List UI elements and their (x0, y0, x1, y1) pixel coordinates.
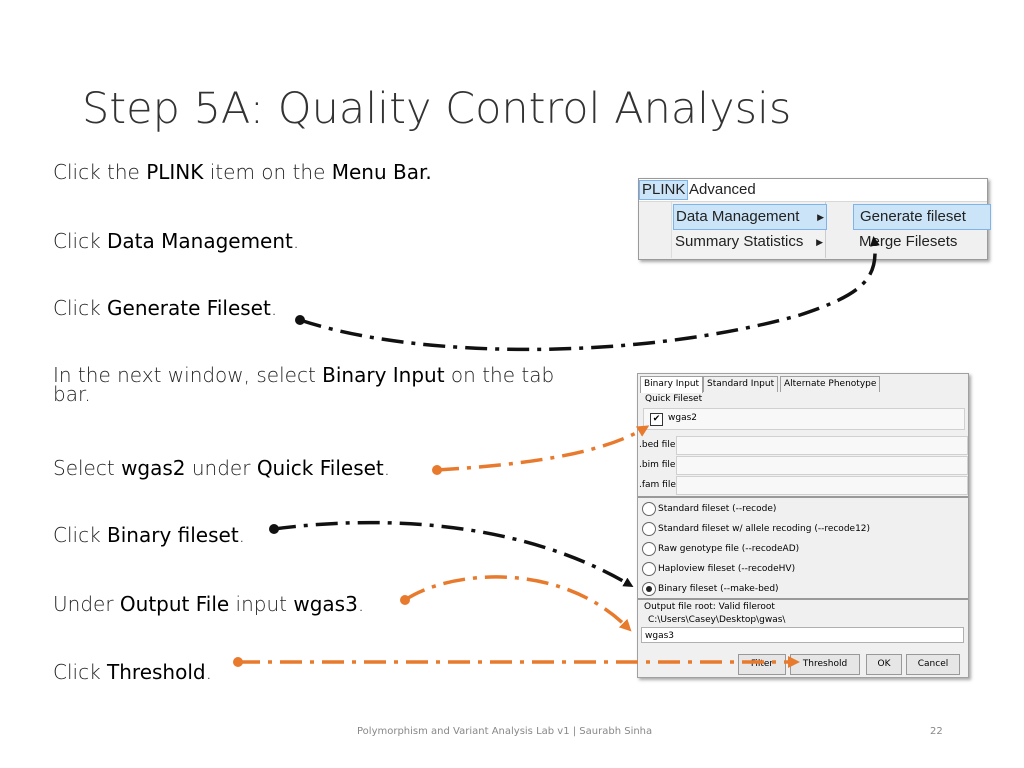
filter-button[interactable]: Filter (738, 654, 786, 675)
output-file-label: Output file root: Valid fileroot (644, 602, 775, 612)
step-binary-input: In the next window, select Binary Input … (53, 363, 555, 406)
generate-fileset-dialog: Binary Input Standard Input Alternate Ph… (637, 373, 969, 678)
step-generate-fileset: Click Generate Fileset. (53, 296, 278, 320)
radio-label: Raw genotype file (--recodeAD) (658, 544, 800, 554)
radio-label: Binary fileset (--make-bed) (658, 584, 779, 594)
cancel-button[interactable]: Cancel (906, 654, 960, 675)
menu-plink[interactable]: PLINK (639, 180, 689, 200)
menu-item-summary-statistics[interactable]: Summary Statistics ▶ (673, 230, 825, 254)
radio-icon (642, 502, 656, 516)
data-management-submenu: Generate fileset Merge Filesets (851, 202, 991, 258)
menu-item-label: Data Management (676, 208, 800, 225)
step-threshold: Click Threshold. (53, 660, 212, 684)
bed-file-label: .bed file (639, 440, 676, 450)
step-plink: Click the PLINK item on the Menu Bar. (53, 160, 432, 184)
step-data-management: Click Data Management. (53, 229, 300, 253)
plink-submenu: Data Management ▶ Summary Statistics ▶ (639, 202, 827, 258)
wgas2-label: wgas2 (668, 413, 698, 423)
quick-fileset-box: ✔ wgas2 (643, 408, 965, 430)
page-number: 22 (930, 726, 943, 737)
plink-menu-screenshot: PLINK Advanced Data Management ▶ Summary … (638, 178, 991, 260)
bed-file-input[interactable] (676, 436, 968, 455)
menu-item-label: Summary Statistics (675, 233, 804, 250)
radio-icon (642, 562, 656, 576)
output-fileroot-input[interactable]: wgas3 (641, 627, 964, 643)
radio-icon (642, 542, 656, 556)
menu-item-data-management[interactable]: Data Management ▶ (673, 204, 827, 230)
slide-title: Step 5A: Quality Control Analysis (82, 84, 792, 134)
fam-file-label: .fam file (639, 480, 676, 490)
divider (638, 496, 968, 498)
bim-file-input[interactable] (676, 456, 968, 475)
output-path: C:\Users\Casey\Desktop\gwas\ (648, 615, 786, 625)
tab-alternate-phenotype[interactable]: Alternate Phenotype (780, 376, 881, 392)
wgas2-checkbox[interactable]: ✔ (650, 413, 663, 426)
submenu-arrow-icon: ▶ (816, 237, 823, 247)
radio-label: Standard fileset (--recode) (658, 504, 777, 514)
menu-advanced[interactable]: Advanced (689, 181, 756, 198)
submenu-arrow-icon: ▶ (817, 212, 824, 222)
ok-button[interactable]: OK (866, 654, 902, 675)
quick-fileset-label: Quick Fileset (645, 394, 703, 404)
arrow-binary-fileset (273, 520, 634, 588)
bim-file-label: .bim file (639, 460, 676, 470)
menu-item-generate-fileset[interactable]: Generate fileset (853, 204, 991, 230)
arrow-generate-fileset (299, 236, 880, 352)
step-binary-fileset: Click Binary fileset. (53, 523, 246, 547)
menu-bar: PLINK Advanced (639, 179, 987, 202)
footer-text: Polymorphism and Variant Analysis Lab v1… (357, 726, 653, 737)
step-select-wgas2: Select wgas2 under Quick Fileset. (53, 456, 391, 480)
step-output-file: Under Output File input wgas3. (53, 592, 365, 616)
arrow-wgas3 (404, 575, 632, 632)
radio-label: Haploview fileset (--recodeHV) (658, 564, 796, 574)
arrow-wgas2 (436, 425, 650, 472)
menu-gutter (639, 202, 672, 258)
divider (638, 598, 968, 600)
tab-binary-input[interactable]: Binary Input (640, 376, 704, 393)
menu-item-merge-filesets[interactable]: Merge Filesets (859, 233, 958, 250)
radio-label: Standard fileset w/ allele recoding (--r… (658, 524, 871, 534)
radio-icon (642, 522, 656, 536)
tab-standard-input[interactable]: Standard Input (703, 376, 779, 392)
fam-file-input[interactable] (676, 476, 968, 495)
radio-selected-icon (642, 582, 656, 596)
